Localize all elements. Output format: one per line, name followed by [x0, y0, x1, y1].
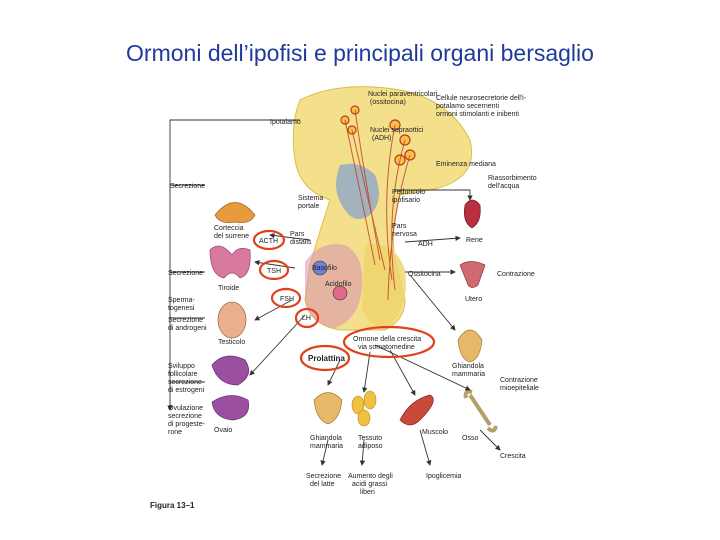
label-pars-nervosa-2: nervosa	[392, 231, 417, 238]
posterior-pituitary-shape	[362, 244, 406, 326]
label-nuclei-paraventricolari: Nuclei paraventricolari	[368, 91, 438, 98]
label-ormone-crescita-1: Ormone della crescita	[353, 336, 421, 343]
label-tiroide: Tiroide	[218, 285, 239, 292]
label-ovulazione-4: rone	[168, 429, 182, 436]
label-secrezione-androgeni-1: Secrezione	[168, 317, 203, 324]
highlight-tsh	[258, 259, 290, 281]
label-sviluppo-2: follicolare	[168, 371, 198, 378]
label-secrezione-latte-1: Secrezione	[306, 473, 341, 480]
label-ovulazione-3: di progeste-	[168, 421, 206, 428]
label-secrezione-latte-2: del latte	[310, 481, 335, 488]
label-ipoglicemia: Ipoglicemia	[426, 473, 462, 480]
label-contrazione: Contrazione	[497, 271, 535, 278]
label-ovaio: Ovaio	[214, 427, 232, 434]
mammary-organ-bottom	[313, 392, 343, 425]
label-nuclei-sopraottici: Nuclei sopraottici	[370, 127, 424, 134]
label-peduncolo-2: ipofisario	[392, 197, 420, 204]
label-cellule-3: ormoni stimolanti e inibenti	[436, 111, 519, 118]
portal-system-shape	[336, 163, 379, 219]
ovary-organ-1	[211, 355, 250, 386]
label-aumento-3: liberi	[360, 489, 375, 496]
label-pars-nervosa-1: Pars	[392, 223, 407, 230]
label-contrazione-mio-2: mioepiteliale	[500, 385, 539, 392]
label-ossitocina-paren: (ossitocina)	[370, 99, 406, 106]
highlight-ormone-crescita	[342, 325, 436, 359]
label-ormone-crescita-2: via somatomedine	[358, 344, 415, 351]
label-riassorbimento-1: Riassorbimento	[488, 175, 537, 182]
kidney-organ	[463, 199, 481, 229]
bone-organ	[463, 389, 498, 433]
testis-organ	[217, 301, 247, 339]
label-ghiandola-b-2: mammaria	[310, 443, 343, 450]
label-pars-distalis-2: distalis	[290, 239, 312, 246]
label-aumento-1: Aumento degli	[348, 473, 393, 480]
highlight-acth	[252, 229, 286, 251]
label-ipotalamo: Ipotalamo	[270, 119, 301, 126]
label-fsh: FSH	[280, 296, 294, 303]
label-pars-distalis-1: Pars	[290, 231, 305, 238]
label-crescita: Crescita	[500, 453, 526, 460]
thyroid-organ	[209, 245, 251, 279]
label-ghiandola-b-1: Ghiandola	[310, 435, 342, 442]
label-secrezione-androgeni-2: di androgeni	[168, 325, 207, 332]
label-adh-paren: (ADH)	[372, 135, 391, 142]
label-aumento-2: acidi grassi	[352, 481, 387, 488]
label-utero: Utero	[465, 296, 482, 303]
label-corteccia-2: del surrene	[214, 233, 249, 240]
label-tessuto-2: adiposo	[358, 443, 383, 450]
connector-lines	[167, 119, 501, 466]
label-ovulazione-2: secrezione	[168, 413, 202, 420]
label-riassorbimento-2: dell'acqua	[488, 183, 519, 190]
label-acidofilo: Acidofilo	[325, 281, 352, 288]
slide-title: Ormoni dell’ipofisi e principali organi …	[126, 40, 594, 66]
label-tessuto-1: Tessuto	[358, 435, 382, 442]
highlight-fsh	[270, 287, 302, 309]
acidophil-cell	[332, 285, 348, 301]
label-sviluppo-4: di estrogeni	[168, 387, 205, 394]
label-prolattina: Prolattina	[308, 354, 345, 363]
highlight-prolattina	[299, 344, 351, 372]
mammary-organ-right	[457, 329, 483, 363]
ovary-organ-2	[211, 395, 249, 421]
uterus-organ	[459, 261, 486, 288]
label-secrezione-2: Secrezione	[168, 270, 203, 277]
label-cellule-1: Cellule neurosecretorie dell'i-	[436, 95, 527, 102]
label-ovulazione-1: Ovulazione	[168, 405, 203, 412]
label-ghiandola-mammaria-2: mammaria	[452, 371, 485, 378]
label-eminenza-mediana: Eminenza mediana	[436, 161, 496, 168]
label-sviluppo-3: secrezione	[168, 379, 202, 386]
label-rene: Rene	[466, 237, 483, 244]
label-sviluppo-1: Sviluppo	[168, 363, 195, 370]
figure-caption: Figura 13–1	[150, 501, 195, 510]
label-sperma-2: togenesi	[168, 305, 195, 312]
label-tsh: TSH	[267, 268, 281, 275]
label-sperma-1: Sperma-	[168, 297, 196, 304]
label-muscolo: Muscolo	[422, 429, 448, 436]
label-osso: Osso	[462, 435, 478, 442]
basophil-cell	[312, 260, 328, 276]
label-acth: ACTH	[259, 238, 278, 245]
label-contrazione-mio-1: Contrazione	[500, 377, 538, 384]
label-corteccia-1: Corteccia	[214, 225, 244, 232]
highlight-lh	[294, 307, 320, 329]
label-basofilo: Basofilo	[312, 265, 337, 272]
label-ghiandola-mammaria-1: Ghiandola	[452, 363, 484, 370]
label-secrezione: Secrezione	[170, 183, 205, 190]
label-peduncolo-1: Peduncolo	[392, 189, 425, 196]
label-ossitocina: Ossitocina	[408, 271, 441, 278]
label-testicolo: Testicolo	[218, 339, 245, 346]
label-adh: ADH	[418, 241, 433, 248]
adrenal-cortex-organ	[214, 202, 256, 224]
label-sistema-2: portale	[298, 203, 320, 210]
label-cellule-2: potalamo secernenti	[436, 103, 499, 110]
adipose-tissue-organ	[351, 390, 377, 427]
label-lh: LH	[302, 315, 311, 322]
label-sistema-1: Sistema	[298, 195, 323, 202]
muscle-organ	[399, 394, 434, 426]
